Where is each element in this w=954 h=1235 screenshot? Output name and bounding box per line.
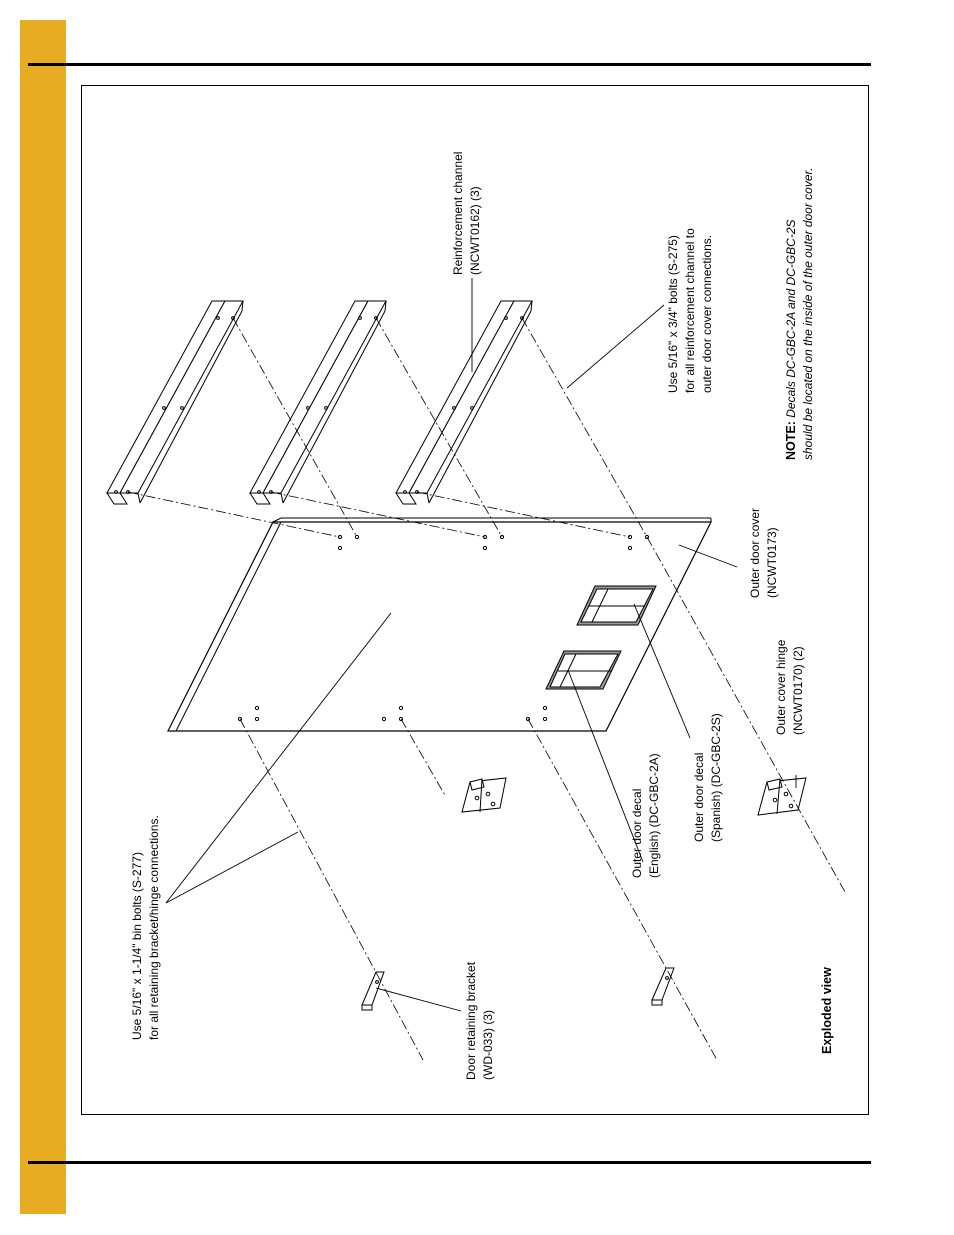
exploded-view-title: Exploded view — [820, 967, 834, 1054]
reinforcement-channel-1 — [106, 300, 244, 505]
side-tab — [20, 20, 66, 1214]
reinforcement-channel-3 — [395, 300, 533, 505]
hinge-2 — [757, 777, 807, 816]
bin-bolts-label-1: Use 5/16" x 1-1/4" bin bolts (S-277) — [130, 852, 144, 1040]
retaining-bracket-2 — [651, 967, 675, 1006]
outer-cover-hinge-label-1: Outer cover hinge — [774, 639, 788, 735]
leader-lines — [165, 278, 797, 1012]
reinforcement-bolts-label-1: Use 5/16" x 3/4" bolts (S-275) — [666, 235, 680, 393]
decal-english — [545, 650, 622, 690]
reinforcement-channel-2 — [249, 300, 387, 505]
decal-spanish-label-1: Outer door decal — [692, 753, 706, 842]
decal-english-label-1: Outer door decal — [630, 789, 644, 878]
outer-door-cover-label-1: Outer door cover — [748, 508, 762, 598]
decal-spanish — [576, 585, 657, 626]
retaining-bracket-label-2: (WD-033) (3) — [481, 1010, 495, 1080]
retaining-bracket-1 — [361, 971, 385, 1011]
decal-spanish-label-2: (Spanish) (DC-GBC-2S) — [709, 713, 723, 842]
note-text-2: should be located on the inside of the o… — [801, 168, 815, 460]
bin-bolts-label-2: for all retaining bracket/hinge connecti… — [147, 815, 161, 1040]
decal-english-label-2: (English) (DC-GBC-2A) — [647, 753, 661, 878]
hinge-1 — [461, 777, 507, 813]
note-text-1: Decals DC-GBC-2A and DC-GBC-2S — [784, 220, 798, 422]
footer-rule — [28, 1161, 871, 1164]
diagram-frame — [81, 85, 869, 1115]
note-prefix: NOTE: — [784, 421, 798, 460]
reinforcement-bolts-label-2: for all reinforcement channel to — [683, 228, 697, 393]
reinforcement-channel-label-2: (NCWT0162) (3) — [468, 186, 482, 275]
outer-door-cover-label-2: (NCWT0173) — [765, 527, 779, 598]
note-line-1: NOTE: Decals DC-GBC-2A and DC-GBC-2S — [784, 220, 798, 461]
header-rule — [28, 63, 871, 66]
reinforcement-bolts-label-3: outer door cover connections. — [700, 235, 714, 393]
retaining-bracket-label-1: Door retaining bracket — [464, 961, 478, 1080]
reinforcement-channel-label-1: Reinforcement channel — [451, 152, 465, 275]
outer-cover-hinge-label-2: (NCWT0170) (2) — [791, 646, 805, 735]
center-lines — [127, 317, 846, 1061]
